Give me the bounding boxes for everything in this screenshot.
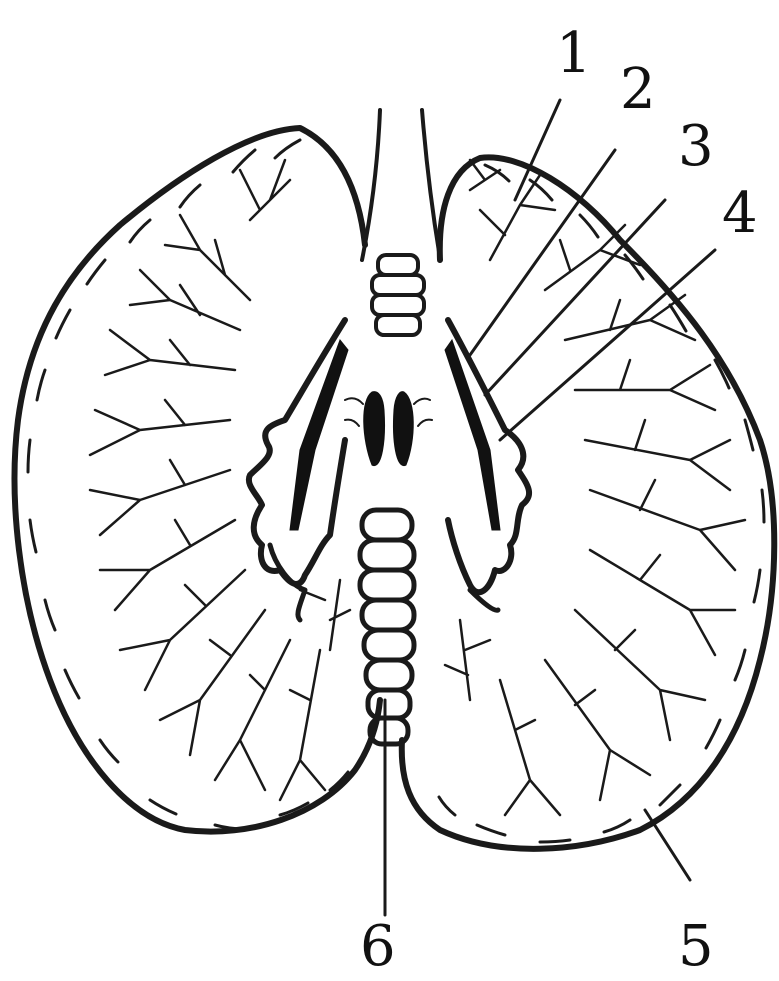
label-6: 6	[360, 914, 396, 979]
right-dentate-nucleus	[445, 320, 529, 610]
left-dentate-nucleus	[249, 320, 348, 620]
upper-central-segments	[372, 255, 424, 335]
right-lobe	[402, 157, 775, 848]
central-nuclei	[345, 392, 432, 466]
label-5: 5	[678, 914, 714, 979]
label-2: 2	[620, 57, 656, 122]
left-arbor-vitae	[90, 160, 350, 800]
central-cleft	[362, 110, 440, 260]
leader-line-2	[470, 150, 615, 355]
label-1: 1	[556, 21, 592, 86]
label-4: 4	[722, 181, 758, 246]
lower-central-segments	[360, 510, 414, 744]
label-3: 3	[678, 114, 714, 179]
callout-labels: 1 2 3 4 5 6	[360, 21, 758, 979]
leader-line-5	[645, 810, 690, 880]
